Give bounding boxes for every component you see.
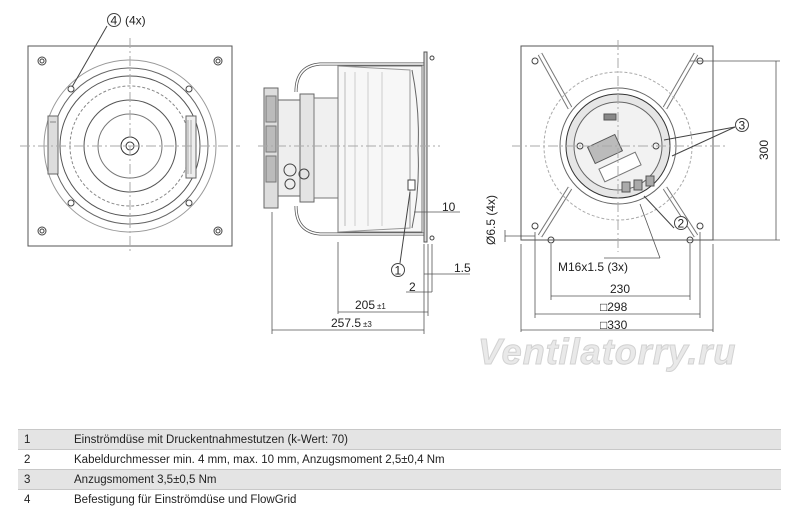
legend-text: Einströmdüse mit Druckentnahmestutzen (k… xyxy=(68,429,781,450)
side-dimensions xyxy=(271,211,470,334)
side-view xyxy=(258,51,440,264)
callout-1: 1 xyxy=(391,263,405,278)
dim-257-5: 257.5±3 xyxy=(331,316,372,330)
dim-10: 10 xyxy=(442,200,456,214)
rear-view xyxy=(512,40,736,252)
svg-text:2: 2 xyxy=(678,217,685,231)
callout-2-rear: 2 xyxy=(674,216,688,231)
dim-205: 205±1 xyxy=(355,298,386,312)
legend-text: Anzugsmoment 3,5±0,5 Nm xyxy=(68,469,781,490)
watermark: Ventilatorry.ru xyxy=(478,331,736,372)
legend-number: 3 xyxy=(18,469,68,490)
dim-298: □298 xyxy=(600,300,628,314)
dim-230: 230 xyxy=(610,282,630,296)
dim-1-5: 1.5 xyxy=(454,261,471,275)
legend-number: 4 xyxy=(18,489,68,509)
front-view xyxy=(20,25,240,254)
legend-text: Befestigung für Einströmdüse und FlowGri… xyxy=(68,489,781,509)
svg-text:(4x): (4x) xyxy=(125,14,146,28)
dim-hole-dia: Ø6.5 (4x) xyxy=(484,195,498,245)
legend-number: 1 xyxy=(18,429,68,450)
rear-dimensions xyxy=(504,60,780,332)
legend-number: 2 xyxy=(18,449,68,470)
dim-330: □330 xyxy=(600,318,628,332)
svg-text:3: 3 xyxy=(739,119,746,133)
technical-drawing: Ventilatorry.ru xyxy=(20,13,780,373)
svg-text:1: 1 xyxy=(395,264,402,278)
dim-2-side: 2 xyxy=(409,280,416,294)
callout-3: 3 xyxy=(735,118,749,133)
legend-text: Kabeldurchmesser min. 4 mm, max. 10 mm, … xyxy=(68,449,781,470)
dim-thread: M16x1.5 (3x) xyxy=(558,260,628,274)
svg-text:4: 4 xyxy=(111,14,118,28)
mounting-holes-front xyxy=(37,56,223,236)
dim-300: 300 xyxy=(757,140,771,160)
callout-4: 4 (4x) xyxy=(107,13,146,28)
